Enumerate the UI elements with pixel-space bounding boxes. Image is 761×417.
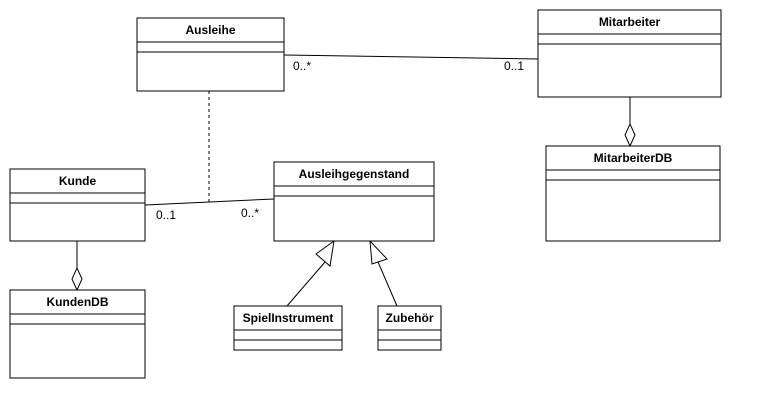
multiplicity-label: 0..1	[156, 208, 176, 222]
class-name: SpielInstrument	[243, 311, 334, 325]
class-zubehoer[interactable]: Zubehör	[377, 305, 442, 351]
class-name: Zubehör	[386, 311, 434, 325]
class-name: MitarbeiterDB	[594, 151, 673, 165]
class-kunde[interactable]: Kunde	[9, 168, 146, 242]
generalization-triangle-icon	[369, 239, 388, 265]
multiplicity-label: 0..1	[504, 59, 524, 73]
class-name: Ausleihe	[185, 23, 235, 37]
class-mitarbeiterdb[interactable]: MitarbeiterDB	[545, 145, 721, 242]
generalization-triangle-icon	[315, 239, 335, 267]
class-kundendb[interactable]: KundenDB	[9, 289, 146, 379]
aggregation-diamond-icon	[624, 122, 636, 148]
class-ausleihgegenstand[interactable]: Ausleihgegenstand	[273, 161, 435, 242]
class-spielinstrument[interactable]: SpielInstrument	[233, 305, 343, 351]
class-mitarbeiter[interactable]: Mitarbeiter	[537, 9, 722, 98]
aggregation-diamond-icon	[71, 266, 83, 292]
class-ausleihe[interactable]: Ausleihe	[136, 17, 285, 92]
class-name: KundenDB	[47, 295, 109, 309]
class-name: Kunde	[59, 174, 97, 188]
generalization-spielinstrument	[286, 261, 326, 307]
generalization-zubehoer	[377, 261, 398, 307]
class-name: Ausleihgegenstand	[299, 167, 410, 181]
class-name: Mitarbeiter	[599, 15, 661, 29]
association-ausleihe-mitarbeiter	[283, 54, 539, 60]
multiplicity-label: 0..*	[241, 206, 259, 220]
multiplicity-label: 0..*	[293, 59, 311, 73]
